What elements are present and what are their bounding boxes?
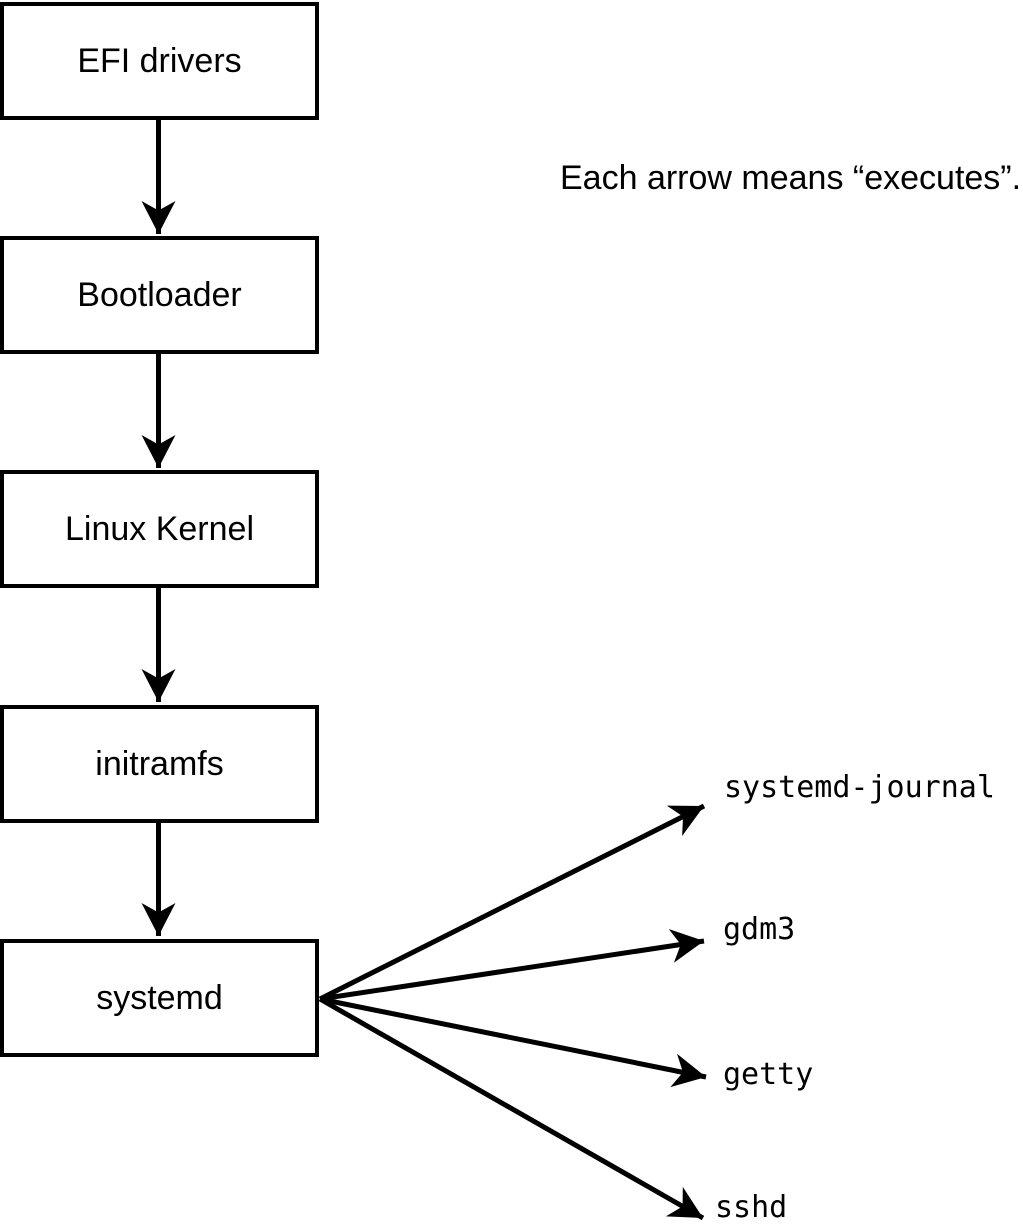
box-linux-kernel-label: Linux Kernel xyxy=(64,510,254,548)
arrow-systemd-to-sshd xyxy=(318,996,705,1221)
annotation-text: Each arrow means “executes”. xyxy=(560,159,1022,197)
service-label-getty: getty xyxy=(723,1057,814,1092)
box-systemd-label: systemd xyxy=(96,979,223,1017)
arrow-systemd-to-gdm3 xyxy=(319,929,705,1002)
box-bootloader-label: Bootloader xyxy=(77,276,242,314)
arrow-systemd-to-getty xyxy=(319,996,707,1088)
box-bootloader: Bootloader xyxy=(0,236,319,354)
box-initramfs: initramfs xyxy=(0,705,319,823)
box-efi-drivers-label: EFI drivers xyxy=(77,42,242,80)
box-efi-drivers: EFI drivers xyxy=(0,2,319,120)
service-label-sshd: sshd xyxy=(715,1190,788,1225)
box-initramfs-label: initramfs xyxy=(95,745,224,783)
box-linux-kernel: Linux Kernel xyxy=(0,470,319,588)
service-label-systemd-journal: systemd-journal xyxy=(724,770,995,805)
box-systemd: systemd xyxy=(0,939,319,1057)
service-label-gdm3: gdm3 xyxy=(723,912,796,947)
arrow-systemd-to-journal xyxy=(318,803,706,1002)
